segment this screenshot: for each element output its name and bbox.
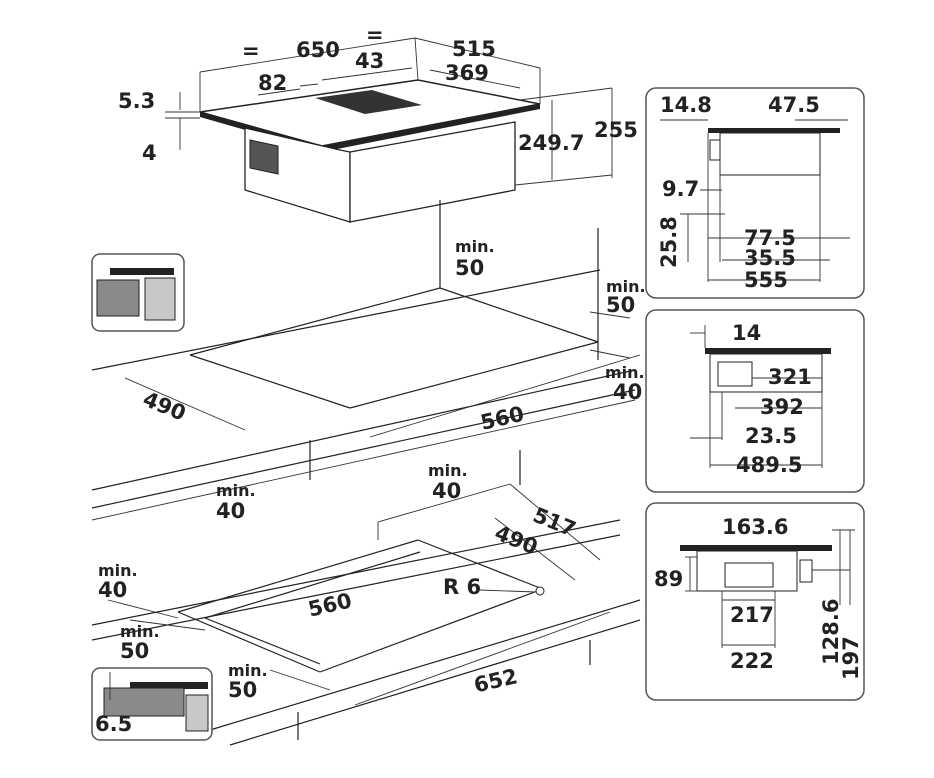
dim-radius: R 6 bbox=[443, 575, 481, 599]
min-front-40: 40 bbox=[216, 499, 245, 523]
min-right-40: 40 bbox=[613, 380, 642, 404]
detail-flush-mount bbox=[91, 667, 213, 741]
dim-43: 43 bbox=[355, 49, 384, 73]
rear-197: 197 bbox=[839, 636, 863, 680]
eq-right: = bbox=[366, 23, 384, 47]
rear-222: 222 bbox=[730, 649, 774, 673]
min-flush-front-50: 50 bbox=[228, 678, 257, 702]
dim-490-top: 490 bbox=[140, 387, 190, 426]
front-392: 392 bbox=[760, 395, 804, 419]
min-flush-left-50: 50 bbox=[120, 639, 149, 663]
min-flush-rear-40: 40 bbox=[432, 479, 461, 503]
front-14: 14 bbox=[732, 321, 761, 345]
min-label-front: min. bbox=[216, 481, 256, 500]
dim-depth-515: 515 bbox=[452, 37, 496, 61]
eq-left: = bbox=[242, 39, 260, 63]
min-flush-left-40: 40 bbox=[98, 578, 127, 602]
dim-255: 255 bbox=[594, 118, 638, 142]
dim-560-flush: 560 bbox=[306, 588, 354, 621]
rear-163-6: 163.6 bbox=[722, 515, 788, 539]
rear-128-6: 128.6 bbox=[819, 599, 843, 665]
panel-rear-view bbox=[645, 502, 865, 701]
panel-side-view bbox=[645, 87, 865, 299]
hob-isometric bbox=[199, 79, 541, 223]
front-489-5: 489.5 bbox=[736, 453, 802, 477]
front-321: 321 bbox=[768, 365, 812, 389]
front-23-5: 23.5 bbox=[745, 424, 797, 448]
side-555: 555 bbox=[744, 268, 788, 292]
min-label-right: min. bbox=[606, 277, 646, 296]
rear-89: 89 bbox=[654, 567, 683, 591]
min-label-flush-front: min. bbox=[228, 661, 268, 680]
side-35-5: 35.5 bbox=[744, 246, 796, 270]
side-77-5: 77.5 bbox=[744, 226, 796, 250]
side-14-8: 14.8 bbox=[660, 93, 712, 117]
detail-surface-mount bbox=[91, 253, 185, 332]
dim-560-top: 560 bbox=[478, 402, 526, 435]
min-label-flush-left: min. bbox=[98, 561, 138, 580]
min-right-50: 50 bbox=[606, 293, 635, 317]
dim-width-650: 650 bbox=[296, 38, 340, 62]
min-label-right2: min. bbox=[605, 363, 645, 382]
connector-box bbox=[249, 139, 279, 175]
side-9-7: 9.7 bbox=[662, 177, 699, 201]
dim-5-3: 5.3 bbox=[118, 89, 155, 113]
min-label-flush-left2: min. bbox=[120, 622, 160, 641]
dim-6-5: 6.5 bbox=[95, 712, 132, 736]
min-label-flush-rear: min. bbox=[428, 461, 468, 480]
vent-slot bbox=[315, 90, 422, 114]
panel-front-view bbox=[645, 309, 865, 493]
rear-217: 217 bbox=[730, 603, 774, 627]
flush-worktop bbox=[91, 450, 641, 746]
min-label-rear: min. bbox=[455, 237, 495, 256]
worktop-surface bbox=[91, 200, 636, 509]
dim-249-7: 249.7 bbox=[518, 131, 584, 155]
dim-82: 82 bbox=[258, 71, 287, 95]
min-rear-50: 50 bbox=[455, 256, 484, 280]
side-47-5: 47.5 bbox=[768, 93, 820, 117]
dim-4: 4 bbox=[142, 141, 157, 165]
side-25-8: 25.8 bbox=[657, 216, 681, 268]
dim-369: 369 bbox=[445, 61, 489, 85]
